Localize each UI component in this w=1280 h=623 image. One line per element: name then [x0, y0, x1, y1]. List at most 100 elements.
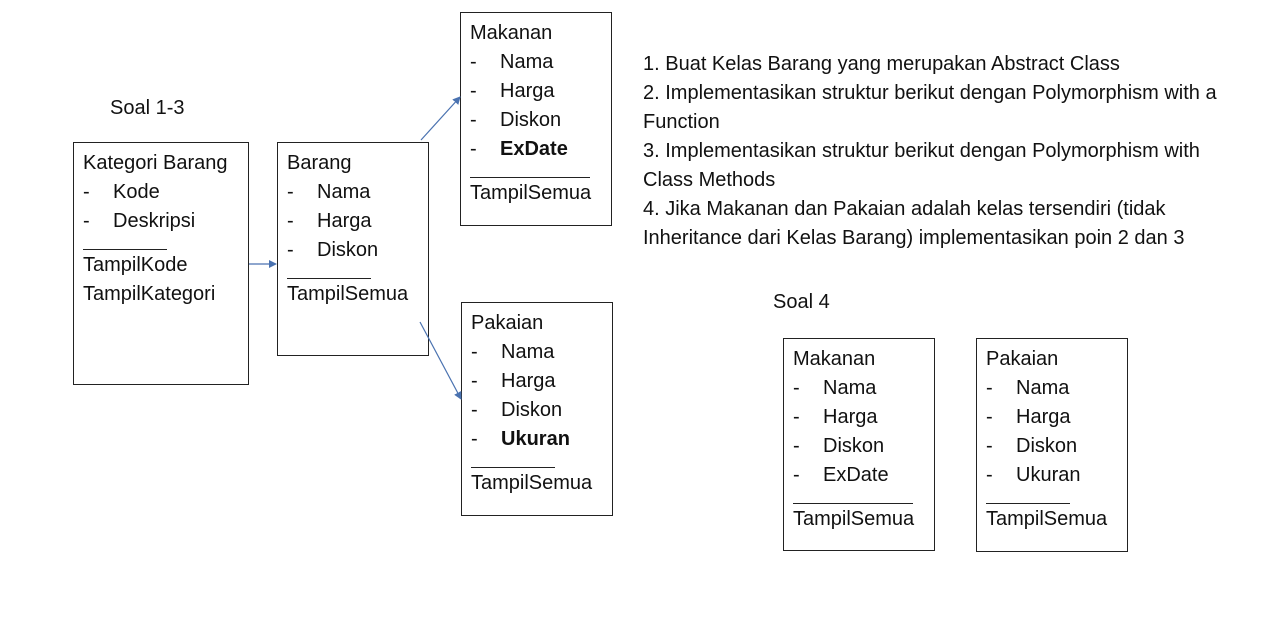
attribute-item: - Harga [793, 403, 934, 432]
divider-line [793, 503, 913, 504]
bullet-dash: - [793, 464, 800, 486]
kategori-barang-box: Kategori Barang - Kode - Deskripsi TampilKo… [73, 142, 249, 385]
bullet-dash: - [471, 370, 478, 392]
attribute-item: -Diskon [471, 396, 612, 425]
makanan-soal4-box: Makanan - Nama - Harga - Diskon - ExDate Tampil… [783, 338, 935, 551]
barang-box: Barang -Nama - Harga - Diskon TampilSemua [277, 142, 429, 356]
attribute-label: Diskon [500, 109, 562, 131]
bullet-dash: - [793, 377, 800, 399]
attribute-item: - Nama [470, 48, 611, 77]
bullet-dash: - [470, 80, 477, 102]
bullet-dash: - [287, 239, 294, 261]
attribute-list: - Nama - Harga - Diskon - ExDate [793, 374, 934, 490]
attribute-label: Harga [1016, 406, 1071, 428]
bullet-dash: - [986, 377, 993, 399]
attribute-label: Nama [501, 341, 555, 363]
attribute-label: Deskripsi [113, 210, 196, 232]
method-label: TampilSemua [986, 508, 1108, 530]
soal-1-3-label: Soal 1-3 [110, 97, 185, 119]
attribute-label: Nama [500, 51, 554, 73]
attribute-item: - Deskripsi [83, 207, 248, 236]
attribute-label: Harga [501, 370, 556, 392]
divider-line [83, 249, 167, 250]
attribute-item: - Diskon [986, 432, 1127, 461]
bullet-dash: - [471, 399, 478, 421]
instruction-1: 1. Buat Kelas Barang yang merupakan Abst… [643, 53, 1120, 75]
method-list: TampilSemua [986, 505, 1127, 534]
attribute-item: - Harga [470, 77, 611, 106]
attribute-item: - Diskon [287, 236, 428, 265]
attribute-list: - Kode - Deskripsi [83, 178, 248, 236]
attribute-item: - ExDate [793, 461, 934, 490]
method-label: TampilSemua [471, 472, 593, 494]
bullet-dash: - [986, 464, 993, 486]
method-list: TampilSemua [793, 505, 934, 534]
attribute-label: Ukuran [501, 428, 570, 450]
pakaian-box: Pakaian -Nama-Harga-Diskon-Ukuran Tampil… [461, 302, 613, 516]
box-title: Makanan [793, 348, 876, 370]
attribute-item: - Nama [986, 374, 1127, 403]
attribute-list: -Nama-Harga-Diskon-Ukuran [471, 338, 612, 454]
bullet-dash: - [471, 428, 478, 450]
divider-line [470, 177, 590, 178]
arrow-barang-to-makanan [420, 96, 461, 141]
pakaian-soal4-box: Pakaian - Nama - Harga - Diskon - Ukuran Tampil… [976, 338, 1128, 552]
attribute-item: - Harga [986, 403, 1127, 432]
bullet-dash: - [470, 138, 477, 160]
attribute-item: - Ukuran [986, 461, 1127, 490]
arrow-barang-to-pakaian [419, 321, 462, 400]
bullet-dash: - [793, 435, 800, 457]
instruction-4: 4. Jika Makanan dan Pakaian adalah kelas… [643, 198, 1185, 249]
attribute-label: Diskon [823, 435, 885, 457]
attribute-item: - Nama [793, 374, 934, 403]
bullet-dash: - [471, 341, 478, 363]
method-list: TampilSemua [287, 280, 428, 309]
instructions-list: 1. Buat Kelas Barang yang merupakan Abst… [643, 50, 1243, 253]
bullet-dash: - [83, 210, 90, 232]
attribute-item: - Nama [471, 338, 612, 367]
box-title: Kategori Barang [83, 152, 228, 174]
attribute-label: Diskon [317, 239, 379, 261]
attribute-label: Harga [823, 406, 878, 428]
attribute-item: - Diskon [793, 432, 934, 461]
box-title: Makanan [470, 22, 553, 44]
attribute-label: Harga [500, 80, 555, 102]
instruction-3: 3. Implementasikan struktur berikut deng… [643, 140, 1200, 191]
attribute-label: Diskon [1016, 435, 1078, 457]
bullet-dash: - [470, 51, 477, 73]
instruction-2: 2. Implementasikan struktur berikut deng… [643, 82, 1217, 133]
box-title: Pakaian [471, 312, 544, 334]
method-label: TampilSemua [287, 283, 409, 305]
method-label: TampilKode [83, 254, 188, 276]
bullet-dash: - [470, 109, 477, 131]
attribute-label: ExDate [500, 138, 568, 160]
attribute-item: - Diskon [470, 106, 611, 135]
attribute-label: Nama [823, 377, 877, 399]
attribute-label: Nama [1016, 377, 1070, 399]
box-title: Pakaian [986, 348, 1059, 370]
attribute-item: -Nama [287, 178, 428, 207]
attribute-label: Nama [317, 181, 371, 203]
divider-line [471, 467, 555, 468]
attribute-label: ExDate [823, 464, 889, 486]
attribute-label: Kode [113, 181, 160, 203]
bullet-dash: - [986, 406, 993, 428]
method-list: TampilSemua [470, 179, 611, 208]
bullet-dash: - [287, 210, 294, 232]
divider-line [287, 278, 371, 279]
attribute-item: - ExDate [470, 135, 611, 164]
attribute-list: -Nama - Harga - Diskon [287, 178, 428, 265]
attribute-item: - Kode [83, 178, 248, 207]
bullet-dash: - [793, 406, 800, 428]
box-title: Barang [287, 152, 352, 174]
attribute-list: - Nama - Harga - Diskon - ExDate [470, 48, 611, 164]
attribute-label: Harga [317, 210, 372, 232]
bullet-dash: - [83, 181, 90, 203]
bullet-dash: - [986, 435, 993, 457]
divider-line [986, 503, 1070, 504]
method-list: TampilSemua [471, 469, 612, 498]
method-label: TampilKategori [83, 283, 216, 305]
attribute-label: Ukuran [1016, 464, 1081, 486]
